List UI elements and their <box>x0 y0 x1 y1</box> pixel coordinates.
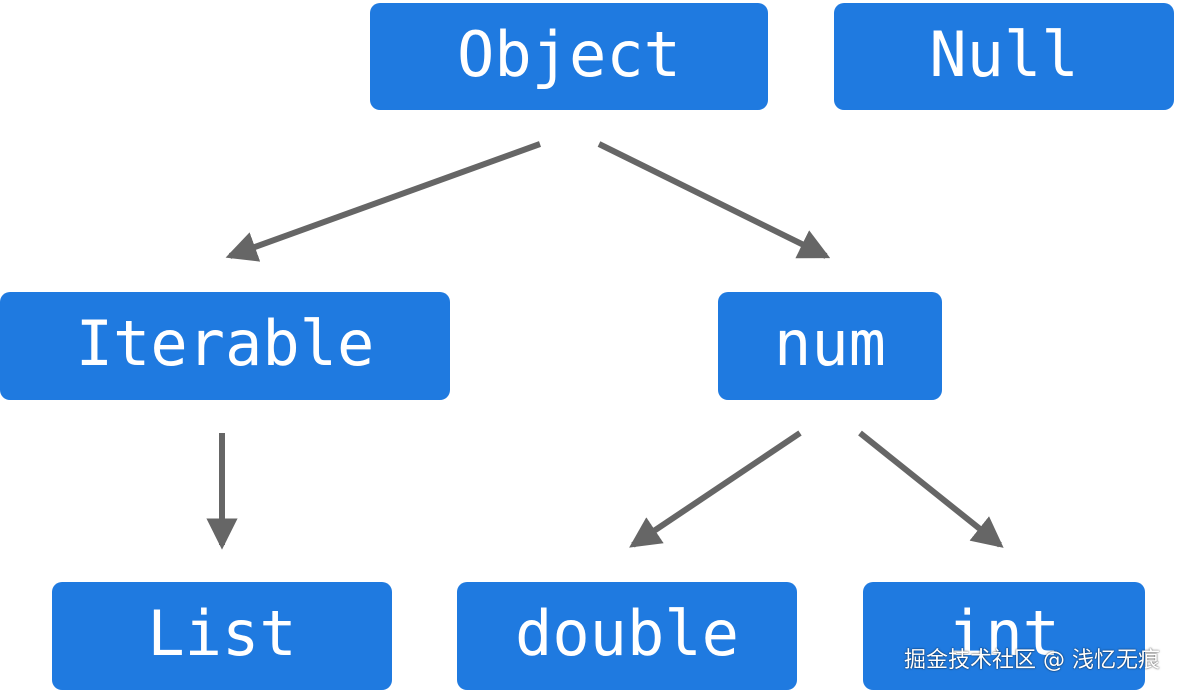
node-object: Object <box>370 3 768 110</box>
node-iterable-label: Iterable <box>75 307 375 380</box>
node-num: num <box>718 292 942 400</box>
edge-num-int <box>858 430 1004 548</box>
edge-num-double <box>629 430 802 548</box>
node-double: double <box>457 582 797 690</box>
edge-object-num <box>597 141 831 259</box>
node-null-label: Null <box>929 17 1079 91</box>
node-list: List <box>52 582 392 690</box>
node-int: int <box>863 582 1145 690</box>
node-null: Null <box>834 3 1174 110</box>
node-int-label: int <box>948 597 1060 670</box>
node-list-label: List <box>147 597 297 670</box>
node-iterable: Iterable <box>0 292 450 400</box>
edge-object-iterable <box>225 141 542 262</box>
node-num-label: num <box>774 307 886 380</box>
node-object-label: Object <box>457 17 681 91</box>
node-double-label: double <box>515 597 739 670</box>
watermark: 掘金技术社区 @ 浅忆无痕 <box>904 648 1160 673</box>
